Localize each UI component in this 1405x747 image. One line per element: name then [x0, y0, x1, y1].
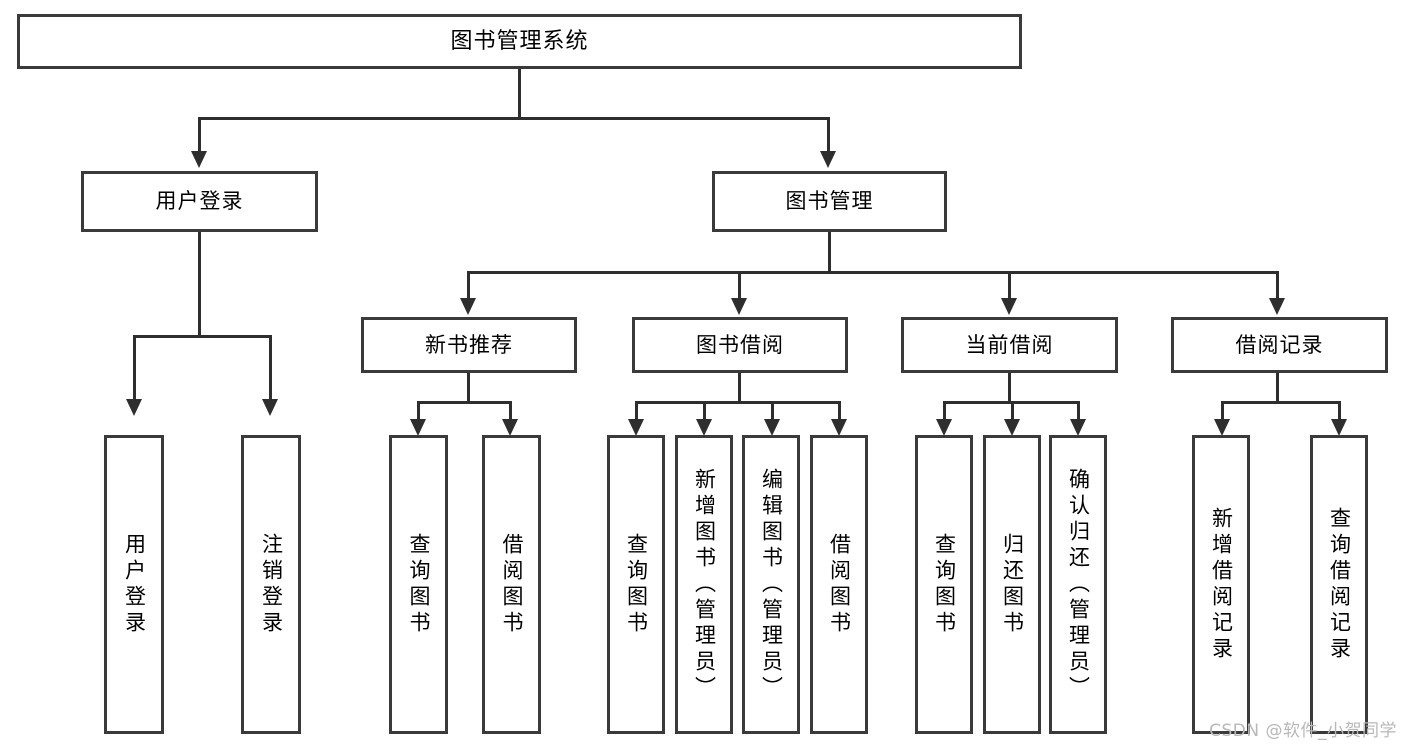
node-label: 用户登录 [122, 532, 147, 637]
node-label: 用户登录 [155, 189, 244, 214]
node-label: 新增借阅记录 [1209, 506, 1234, 663]
node-label: 查询图书 [407, 532, 431, 637]
arrowhead-user-login [191, 151, 207, 168]
node-label: 当前借阅 [965, 332, 1054, 357]
connector-book-management-bus [467, 271, 1279, 274]
node-root-book-management-system[interactable]: 图书管理系统 [17, 14, 1022, 69]
leaf-current-borrow-confirm-return[interactable]: 确认归还（管理员） [1049, 435, 1107, 734]
connector-new-book-stem [467, 373, 470, 403]
arrowhead-bb-leaf-3 [764, 419, 780, 436]
arrowhead-leaf-user-login [126, 399, 142, 416]
leaf-book-borrow-query-book[interactable]: 查询图书 [607, 435, 665, 734]
arrowhead-cb-leaf-1 [936, 419, 952, 436]
arrowhead-nb-leaf-2 [502, 419, 518, 436]
connector-br-leaf-2 [1338, 401, 1341, 423]
arrowhead-nb-leaf-1 [410, 419, 426, 436]
connector-to-leaf-logout [269, 335, 272, 401]
leaf-book-borrow-add-book[interactable]: 新增图书（管理员） [675, 435, 733, 734]
connector-root-bus [198, 117, 830, 120]
node-label: 图书借阅 [696, 332, 784, 357]
node-label: 借阅图书 [500, 532, 524, 637]
leaf-book-borrow-borrow-book[interactable]: 借阅图书 [810, 435, 868, 734]
leaf-new-book-query-book[interactable]: 查询图书 [389, 435, 448, 734]
arrowhead-br-leaf-1 [1214, 419, 1230, 436]
connector-nb-leaf-1 [417, 401, 420, 423]
arrowhead-leaf-logout [262, 399, 278, 416]
connector-new-book-bus [417, 401, 512, 404]
connector-to-leaf-user-login [133, 335, 136, 401]
connector-br-leaf-1 [1221, 401, 1224, 423]
node-label: 图书管理系统 [450, 28, 589, 54]
node-label: 查询图书 [932, 532, 957, 637]
arrowhead-current-borrow [1001, 298, 1017, 315]
node-book-management[interactable]: 图书管理 [712, 171, 947, 232]
connector-user-login-stem [198, 232, 201, 335]
connector-book-borrow-stem [738, 373, 741, 403]
arrowhead-cb-leaf-3 [1070, 419, 1086, 436]
connector-user-login-bus [133, 335, 269, 338]
leaf-current-borrow-return-book[interactable]: 归还图书 [983, 435, 1041, 734]
node-label: 借阅图书 [827, 532, 852, 637]
leaf-borrow-record-query-record[interactable]: 查询借阅记录 [1310, 435, 1368, 734]
connector-current-borrow-bus [943, 401, 1077, 404]
leaf-user-login[interactable]: 用户登录 [104, 435, 164, 734]
connector-borrow-record-stem [1276, 373, 1279, 403]
arrowhead-br-leaf-2 [1331, 419, 1347, 436]
connector-bb-leaf-3 [771, 401, 774, 423]
connector-to-borrow-record [1276, 271, 1279, 301]
node-label: 新书推荐 [425, 332, 513, 357]
node-label: 注销登录 [259, 532, 284, 637]
node-book-borrow[interactable]: 图书借阅 [632, 317, 848, 373]
node-label: 借阅记录 [1235, 332, 1324, 357]
connector-bb-leaf-1 [635, 401, 638, 423]
connector-cb-leaf-2 [1011, 401, 1014, 423]
node-borrow-record[interactable]: 借阅记录 [1171, 317, 1388, 373]
connector-root-stem [518, 69, 521, 117]
connector-root-to-user-login [198, 117, 201, 153]
connector-to-current-borrow [1008, 271, 1011, 301]
node-label: 编辑图书（管理员） [759, 467, 784, 702]
leaf-current-borrow-query-book[interactable]: 查询图书 [915, 435, 973, 734]
arrowhead-cb-leaf-2 [1004, 419, 1020, 436]
arrowhead-bb-leaf-4 [831, 419, 847, 436]
connector-cb-leaf-3 [1077, 401, 1080, 423]
connector-root-to-book-management [827, 117, 830, 153]
node-current-borrow[interactable]: 当前借阅 [901, 317, 1118, 373]
connector-book-borrow-bus [635, 401, 841, 404]
node-label: 图书管理 [785, 189, 874, 214]
connector-current-borrow-stem [1008, 373, 1011, 403]
node-label: 查询借阅记录 [1327, 506, 1352, 663]
arrowhead-book-management [820, 151, 836, 168]
connector-bb-leaf-2 [703, 401, 706, 423]
node-label: 确认归还（管理员） [1066, 467, 1091, 702]
connector-borrow-record-bus [1221, 401, 1341, 404]
leaf-book-borrow-edit-book[interactable]: 编辑图书（管理员） [742, 435, 800, 734]
connector-to-book-borrow [738, 271, 741, 301]
arrowhead-new-book [460, 298, 476, 315]
connector-book-management-stem [828, 232, 831, 273]
leaf-logout[interactable]: 注销登录 [241, 435, 301, 734]
node-label: 查询图书 [624, 532, 649, 637]
node-user-login[interactable]: 用户登录 [81, 171, 318, 232]
connector-nb-leaf-2 [509, 401, 512, 423]
node-label: 归还图书 [1000, 532, 1025, 637]
node-new-book-recommendation[interactable]: 新书推荐 [361, 317, 577, 373]
leaf-borrow-record-add-record[interactable]: 新增借阅记录 [1192, 435, 1250, 734]
leaf-new-book-borrow-book[interactable]: 借阅图书 [482, 435, 541, 734]
connector-to-new-book [467, 271, 470, 301]
connector-cb-leaf-1 [943, 401, 946, 423]
arrowhead-bb-leaf-2 [696, 419, 712, 436]
node-label: 新增图书（管理员） [692, 467, 717, 702]
arrowhead-book-borrow [731, 298, 747, 315]
connector-bb-leaf-4 [838, 401, 841, 423]
arrowhead-borrow-record [1269, 298, 1285, 315]
arrowhead-bb-leaf-1 [628, 419, 644, 436]
